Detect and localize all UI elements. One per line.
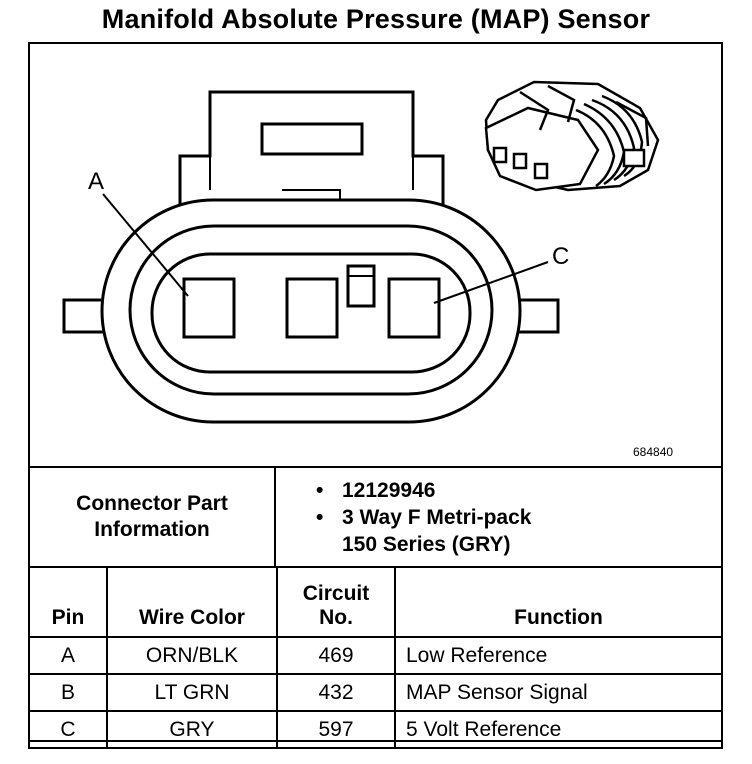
connector-info-details: • 12129946 • 3 Way F Metri-pack 150 Series…	[274, 466, 723, 568]
header-circuit-line2: No.	[319, 606, 353, 629]
leader-line-c	[433, 261, 549, 304]
bullet-icon: •	[316, 478, 324, 502]
cell-circuit: 432	[276, 673, 396, 712]
right-latch	[514, 298, 560, 334]
cell-function: MAP Sensor Signal	[394, 673, 723, 712]
left-latch	[62, 298, 108, 334]
cell-wire-color: GRY	[106, 710, 278, 749]
cell-pin: C	[28, 710, 108, 749]
cell-circuit: 469	[276, 636, 396, 675]
diagram-title: Manifold Absolute Pressure (MAP) Sensor	[101, 4, 651, 34]
connector-info-label-line1: Connector Part	[76, 492, 228, 515]
bullet-icon: •	[316, 505, 324, 529]
pin-label-c: C	[552, 243, 570, 270]
part-number: 12129946	[342, 478, 436, 502]
cell-circuit: 597	[276, 710, 396, 749]
connector-slot	[260, 122, 364, 156]
connector-description-line1: 3 Way F Metri-pack	[342, 505, 532, 529]
pin-cavity-b	[285, 277, 339, 339]
connector-info-label-line2: Information	[94, 518, 210, 541]
pin-table: Pin Wire Color Circuit No. Function A OR…	[28, 566, 723, 749]
pin-cavity-a	[182, 277, 236, 339]
header-pin: Pin	[28, 566, 108, 638]
cell-function: Low Reference	[394, 636, 723, 675]
table-row: C GRY 597 5 Volt Reference	[28, 710, 723, 749]
pin-label-a: A	[88, 168, 105, 195]
connector-info-table: Connector Part Information • 12129946 • 3 …	[28, 466, 723, 568]
connector-info-label: Connector Part Information	[28, 466, 276, 568]
cell-pin: B	[28, 673, 108, 712]
header-function: Function	[394, 566, 723, 638]
cell-function: 5 Volt Reference	[394, 710, 723, 749]
connector-description-line2: 150 Series (GRY)	[342, 532, 511, 556]
leader-line-a	[102, 193, 189, 297]
figure-id: 684840	[633, 445, 674, 459]
cell-pin: A	[28, 636, 108, 675]
pin-table-header: Pin Wire Color Circuit No. Function	[28, 566, 723, 638]
header-wire-color: Wire Color	[106, 566, 278, 638]
polarizing-key	[346, 264, 376, 308]
cell-wire-color: LT GRN	[106, 673, 278, 712]
connector-perspective-view	[484, 80, 660, 192]
cell-wire-color: ORN/BLK	[106, 636, 278, 675]
table-row: A ORN/BLK 469 Low Reference	[28, 636, 723, 675]
header-circuit-line1: Circuit	[302, 582, 370, 605]
header-circuit: Circuit No.	[276, 566, 396, 638]
pin-cavity-c	[387, 277, 441, 339]
table-row: B LT GRN 432 MAP Sensor Signal	[28, 673, 723, 712]
